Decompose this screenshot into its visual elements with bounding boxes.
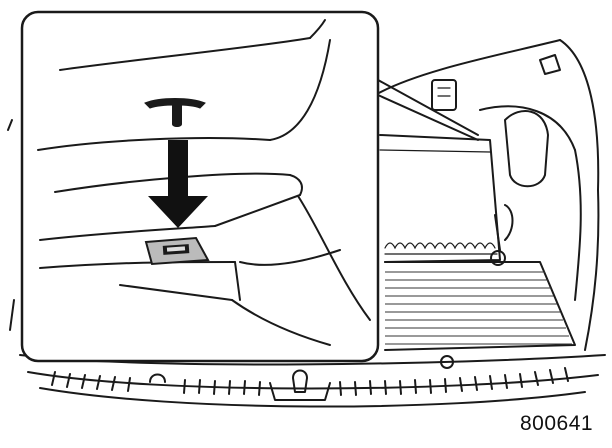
hook-slot bbox=[144, 236, 210, 266]
cargo-floor bbox=[384, 261, 576, 351]
buckle-icon bbox=[490, 204, 514, 266]
seat-back-pattern bbox=[384, 242, 498, 255]
rear-bumper bbox=[19, 354, 606, 408]
t-hook-icon bbox=[144, 98, 206, 127]
figure-code: 800641 bbox=[520, 412, 594, 435]
down-arrow-icon bbox=[148, 140, 208, 228]
cargo-area bbox=[7, 39, 606, 408]
latch-icon bbox=[431, 79, 457, 111]
bumper-latch-icon bbox=[269, 369, 331, 401]
callout-leader bbox=[377, 79, 479, 141]
detail-inset bbox=[20, 10, 380, 363]
